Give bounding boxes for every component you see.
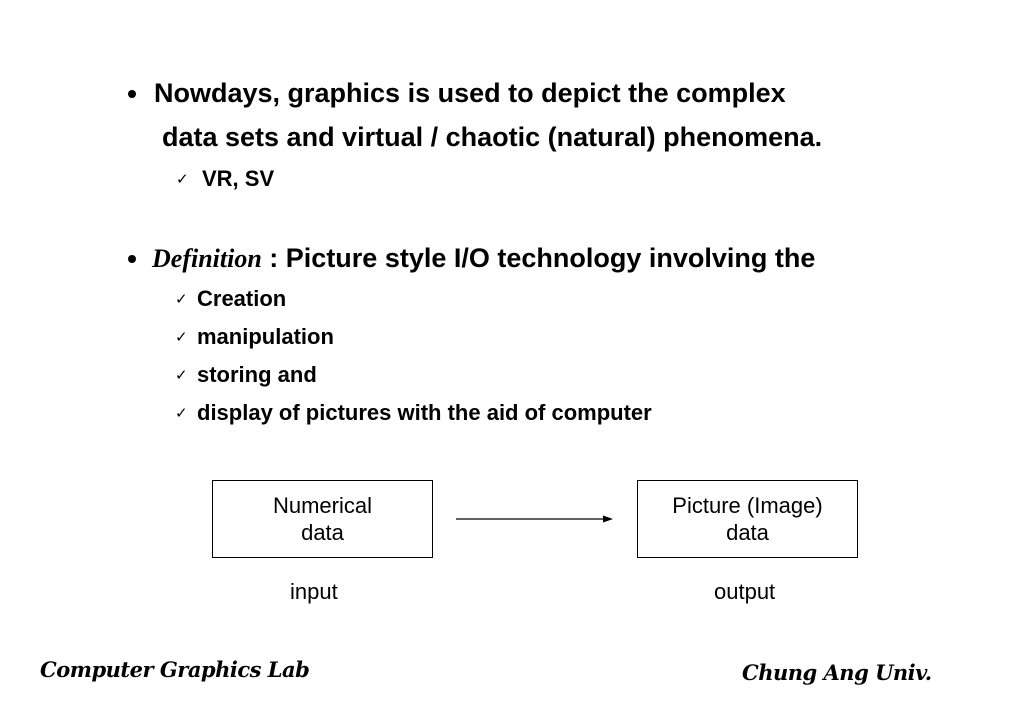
check-icon: ✓ xyxy=(175,404,188,422)
footer-university-name: Chung Ang Univ. xyxy=(742,660,932,685)
bullet-1-line-1: Nowdays, graphics is used to depict the … xyxy=(154,78,786,108)
bullet-1-line-2: data sets and virtual / chaotic (natural… xyxy=(162,122,823,152)
bullet-2-line: Definition : Picture style I/O technolog… xyxy=(152,245,815,272)
check-icon: ✓ xyxy=(175,366,188,384)
footer-lab-name: Computer Graphics Lab xyxy=(40,657,310,682)
check-icon: ✓ xyxy=(175,290,188,308)
sub-item-creation: Creation xyxy=(197,286,287,311)
input-box-line-2: data xyxy=(301,520,344,545)
numerical-data-box: Numerical data xyxy=(212,480,433,558)
sub-item-display: display of pictures with the aid of comp… xyxy=(197,400,652,425)
output-box-line-1: Picture (Image) xyxy=(672,492,823,518)
check-icon: ✓ xyxy=(176,170,189,188)
bullet-dot xyxy=(128,90,136,98)
input-label: input xyxy=(290,579,338,604)
sub-item-storing: storing and xyxy=(197,362,317,387)
sub-item-manipulation: manipulation xyxy=(197,324,334,349)
output-box-line-2: data xyxy=(726,520,769,545)
picture-data-box: Picture (Image) data xyxy=(637,480,858,558)
definition-text: : Picture style I/O technology involving… xyxy=(261,243,816,273)
input-box-line-1: Numerical xyxy=(272,492,373,518)
definition-term: Definition xyxy=(152,244,262,273)
arrow-icon xyxy=(456,515,613,523)
bullet-dot xyxy=(128,255,136,263)
check-icon: ✓ xyxy=(175,328,188,346)
bullet-1-sub-item: VR, SV xyxy=(202,166,275,191)
output-label: output xyxy=(714,579,776,604)
